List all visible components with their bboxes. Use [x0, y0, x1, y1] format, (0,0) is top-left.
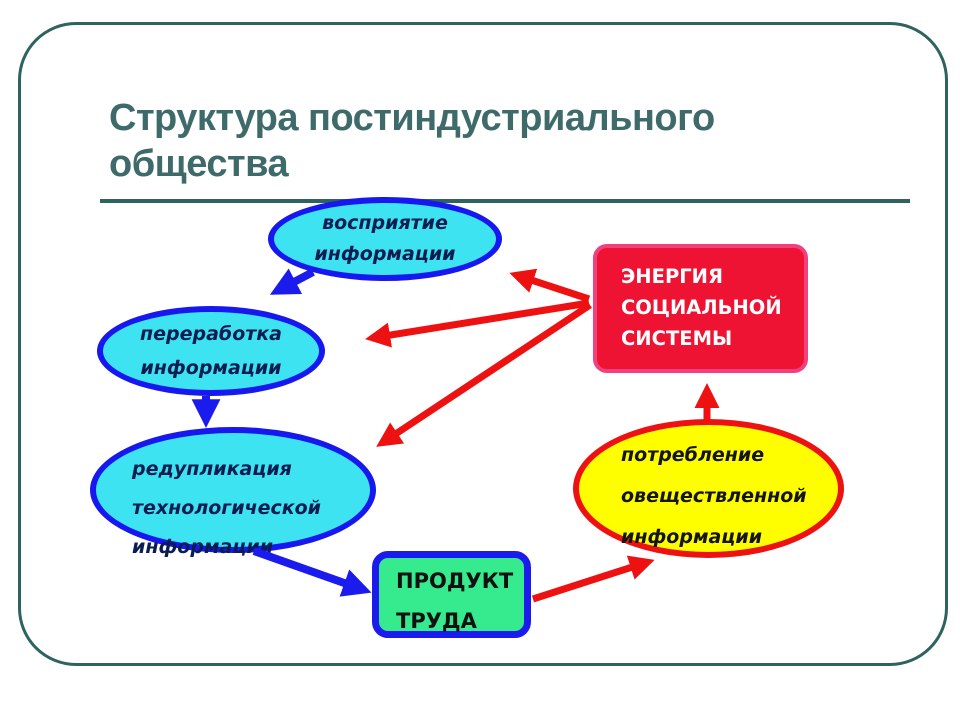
- node-consumption: потребление овеществленной информации: [573, 419, 844, 558]
- node-consumption-label: потребление овеществленной информации: [621, 444, 807, 548]
- node-perception: восприятие информации: [268, 197, 502, 281]
- node-perception-label: восприятие информации: [314, 212, 456, 265]
- node-processing-label: переработка информации: [140, 323, 282, 379]
- slide-title: Структура постиндустриального общества: [109, 97, 715, 185]
- title-underline: [100, 199, 910, 203]
- node-reduplication: редупликация технологической информации: [90, 427, 376, 558]
- node-energy-label: ЭНЕРГИЯ СОЦИАЛЬНОЙ СИСТЕМЫ: [621, 265, 782, 350]
- node-product-label: ПРОДУКТ ТРУДА: [396, 569, 514, 633]
- node-product: ПРОДУКТ ТРУДА: [372, 551, 531, 638]
- node-processing: переработка информации: [97, 306, 325, 396]
- node-energy: ЭНЕРГИЯ СОЦИАЛЬНОЙ СИСТЕМЫ: [593, 244, 808, 373]
- node-reduplication-label: редупликация технологической информации: [132, 458, 321, 558]
